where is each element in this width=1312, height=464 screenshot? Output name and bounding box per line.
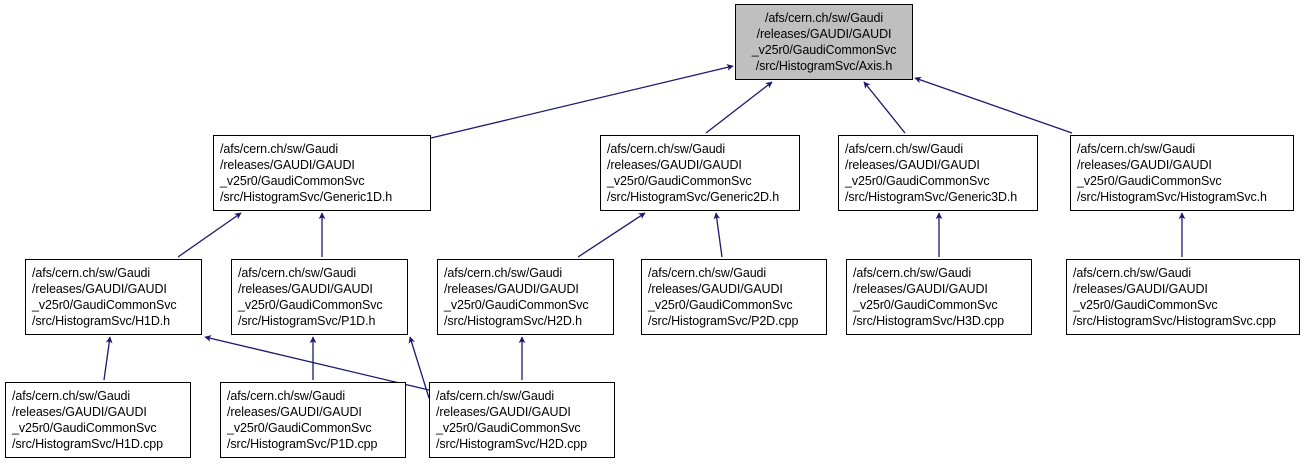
node-label-line: /afs/cern.ch/sw/Gaudi (32, 265, 151, 280)
node-label-line: _v25r0/GaudiCommonSvc (436, 420, 581, 435)
node-label-line: /releases/GAUDI/GAUDI (220, 157, 355, 172)
graph-edge-generic3d-h-to-axis-h (863, 81, 906, 134)
graph-node-h2d-cpp[interactable]: /afs/cern.ch/sw/Gaudi/releases/GAUDI/GAU… (429, 382, 615, 458)
node-label-line: /afs/cern.ch/sw/Gaudi (1073, 265, 1192, 280)
node-label-line: /src/HistogramSvc/HistogramSvc.cpp (1073, 313, 1276, 328)
node-label-line: _v25r0/GaudiCommonSvc (845, 173, 990, 188)
node-label-line: _v25r0/GaudiCommonSvc (648, 297, 793, 312)
node-label-line: _v25r0/GaudiCommonSvc (1073, 297, 1218, 312)
node-label-line: /afs/cern.ch/sw/Gaudi (845, 141, 964, 156)
node-label-line: /src/HistogramSvc/P1D.cpp (227, 436, 378, 451)
node-label-line: /releases/GAUDI/GAUDI (607, 157, 742, 172)
graph-node-generic2d-h[interactable]: /afs/cern.ch/sw/Gaudi/releases/GAUDI/GAU… (600, 135, 800, 211)
node-label-line: /afs/cern.ch/sw/Gaudi (607, 141, 726, 156)
graph-edge-generic2d-h-to-axis-h (705, 81, 773, 134)
node-label-line: /afs/cern.ch/sw/Gaudi (1077, 141, 1196, 156)
node-label-line: _v25r0/GaudiCommonSvc (607, 173, 752, 188)
node-label-line: /afs/cern.ch/sw/Gaudi (853, 265, 972, 280)
node-label-line: /releases/GAUDI/GAUDI (227, 404, 362, 419)
graph-node-h3d-cpp[interactable]: /afs/cern.ch/sw/Gaudi/releases/GAUDI/GAU… (846, 259, 1032, 335)
node-label-line: /src/HistogramSvc/H2D.h (444, 313, 583, 328)
graph-node-p1d-h[interactable]: /afs/cern.ch/sw/Gaudi/releases/GAUDI/GAU… (231, 259, 408, 335)
graph-node-p1d-cpp[interactable]: /afs/cern.ch/sw/Gaudi/releases/GAUDI/GAU… (220, 382, 406, 458)
graph-node-histogramsvc-h[interactable]: /afs/cern.ch/sw/Gaudi/releases/GAUDI/GAU… (1070, 135, 1294, 211)
node-label-line: /afs/cern.ch/sw/Gaudi (238, 265, 357, 280)
node-label-line: _v25r0/GaudiCommonSvc (853, 297, 998, 312)
node-label-line: /releases/GAUDI/GAUDI (756, 26, 892, 41)
node-label-line: /src/HistogramSvc/Generic2D.h (607, 189, 780, 204)
node-label-line: _v25r0/GaudiCommonSvc (1077, 173, 1222, 188)
node-label-line: /releases/GAUDI/GAUDI (32, 281, 167, 296)
node-label-line: /releases/GAUDI/GAUDI (1073, 281, 1208, 296)
node-label-line: /src/HistogramSvc/H2D.cpp (436, 436, 588, 451)
graph-node-h2d-h[interactable]: /afs/cern.ch/sw/Gaudi/releases/GAUDI/GAU… (437, 259, 614, 335)
node-label-line: /src/HistogramSvc/Axis.h (755, 58, 893, 73)
graph-edge-h1d-cpp-to-h1d-h (103, 336, 113, 381)
graph-edge-h1d-h-to-generic1d-h (177, 212, 242, 258)
node-label-line: _v25r0/GaudiCommonSvc (220, 173, 365, 188)
node-label-line: _v25r0/GaudiCommonSvc (227, 420, 372, 435)
node-label-line: /releases/GAUDI/GAUDI (1077, 157, 1212, 172)
node-label-line: /releases/GAUDI/GAUDI (845, 157, 980, 172)
node-label-line: /releases/GAUDI/GAUDI (648, 281, 783, 296)
graph-edge-h2d-h-to-generic2d-h (577, 212, 646, 258)
node-label-line: /afs/cern.ch/sw/Gaudi (444, 265, 563, 280)
graph-node-p2d-cpp[interactable]: /afs/cern.ch/sw/Gaudi/releases/GAUDI/GAU… (641, 259, 827, 335)
graph-edge-generic1d-h-to-axis-h (430, 64, 734, 139)
node-label-line: /afs/cern.ch/sw/Gaudi (12, 388, 131, 403)
node-label-line: /src/HistogramSvc/HistogramSvc.h (1077, 189, 1267, 204)
graph-edge-p2d-cpp-to-generic2d-h (713, 212, 723, 258)
node-label-line: /afs/cern.ch/sw/Gaudi (764, 10, 884, 25)
node-label-line: _v25r0/GaudiCommonSvc (444, 297, 589, 312)
graph-node-generic3d-h[interactable]: /afs/cern.ch/sw/Gaudi/releases/GAUDI/GAU… (838, 135, 1038, 211)
node-label-line: _v25r0/GaudiCommonSvc (238, 297, 383, 312)
node-label-line: /src/HistogramSvc/H1D.cpp (12, 436, 164, 451)
graph-node-generic1d-h[interactable]: /afs/cern.ch/sw/Gaudi/releases/GAUDI/GAU… (213, 135, 431, 211)
node-label-line: _v25r0/GaudiCommonSvc (12, 420, 157, 435)
node-label-line: /src/HistogramSvc/P1D.h (238, 313, 376, 328)
graph-node-axis-h[interactable]: /afs/cern.ch/sw/Gaudi/releases/GAUDI/GAU… (735, 4, 913, 80)
graph-node-h1d-cpp[interactable]: /afs/cern.ch/sw/Gaudi/releases/GAUDI/GAU… (5, 382, 191, 458)
node-label-line: /src/HistogramSvc/Generic3D.h (845, 189, 1018, 204)
graph-edge-h2d-cpp-to-p1d-h (408, 336, 430, 399)
node-label-line: /afs/cern.ch/sw/Gaudi (436, 388, 555, 403)
graph-edge-histogramsvc-h-to-axis-h (914, 76, 1073, 134)
node-label-line: /src/HistogramSvc/P2D.cpp (648, 313, 799, 328)
node-label-line: _v25r0/GaudiCommonSvc (32, 297, 177, 312)
node-label-line: /releases/GAUDI/GAUDI (436, 404, 571, 419)
node-label-line: /afs/cern.ch/sw/Gaudi (227, 388, 346, 403)
node-label-line: /afs/cern.ch/sw/Gaudi (648, 265, 767, 280)
node-label-line: /src/HistogramSvc/H1D.h (32, 313, 171, 328)
node-label-line: _v25r0/GaudiCommonSvc (751, 42, 897, 57)
node-label-line: /src/HistogramSvc/H3D.cpp (853, 313, 1005, 328)
node-label-line: /releases/GAUDI/GAUDI (853, 281, 988, 296)
node-label-line: /src/HistogramSvc/Generic1D.h (220, 189, 393, 204)
node-label-line: /releases/GAUDI/GAUDI (238, 281, 373, 296)
node-label-line: /releases/GAUDI/GAUDI (444, 281, 579, 296)
graph-node-h1d-h[interactable]: /afs/cern.ch/sw/Gaudi/releases/GAUDI/GAU… (25, 259, 202, 335)
node-label-line: /afs/cern.ch/sw/Gaudi (220, 141, 339, 156)
graph-node-histogramsvc-cpp[interactable]: /afs/cern.ch/sw/Gaudi/releases/GAUDI/GAU… (1066, 259, 1300, 335)
node-label-line: /releases/GAUDI/GAUDI (12, 404, 147, 419)
